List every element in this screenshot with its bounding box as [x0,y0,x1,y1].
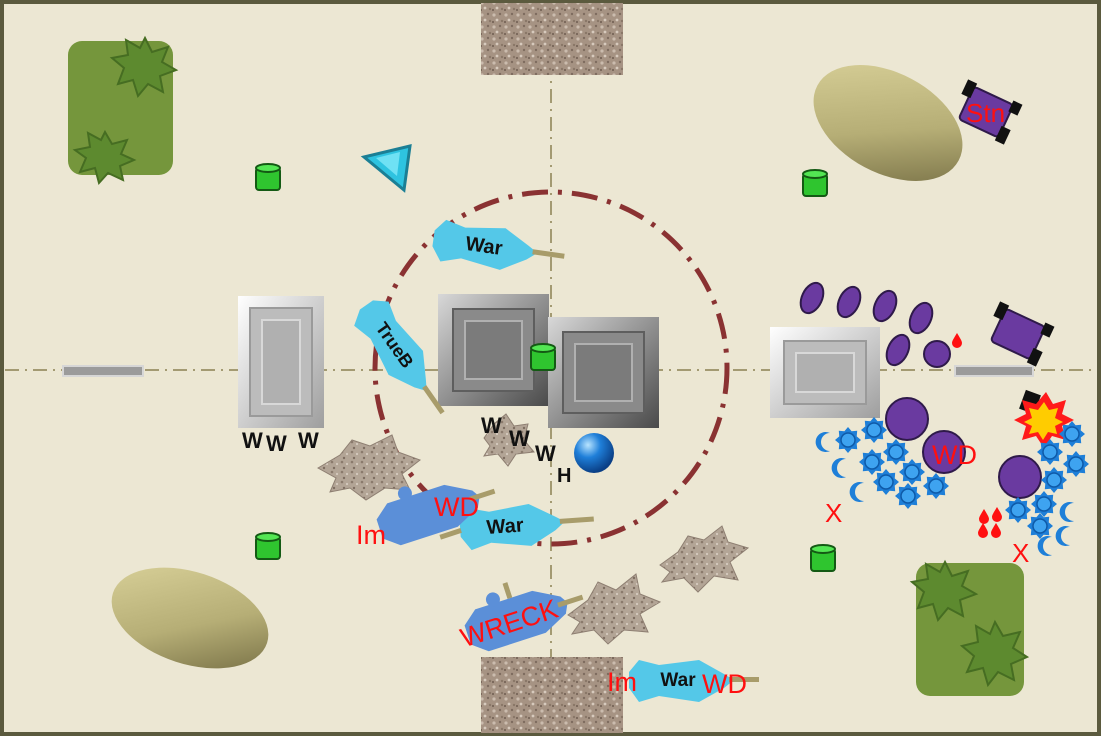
triangle-marker-inner [376,152,400,176]
marker-w-1: W [242,428,263,453]
objective-marker-icon-1[interactable] [255,163,281,191]
barricade-left [62,365,144,377]
gravel-patch-bottom [481,657,623,733]
marker-h: H [557,465,571,487]
rubble-3 [659,525,750,593]
objective-marker-icon-5[interactable] [810,544,836,572]
marker-x-2: X [1012,538,1029,568]
objective-marker-icon-4[interactable] [255,532,281,560]
unit-war-bottom[interactable]: War [629,660,759,702]
gravel-patch-top [481,3,623,75]
marker-im-left: Im [356,520,386,550]
objective-marker-icon-3[interactable] [530,343,556,371]
building-left [238,296,324,428]
building-right [770,327,880,418]
forest-bottom-right [909,559,1030,696]
marker-w-5: W [509,426,530,451]
marker-w-3: W [298,428,319,453]
marker-x-1: X [825,498,842,528]
unit-imperial-vehicle[interactable] [369,460,503,556]
unit-war-mid[interactable]: War [459,500,596,551]
orb-icon[interactable] [574,433,614,473]
marker-wd-bottom: WD [702,669,747,699]
unit-war-mid-label: War [486,514,525,539]
unit-war-bottom-label: War [660,670,696,691]
rubble-1 [316,434,422,501]
rubble-2 [483,413,535,467]
enemy-purple-tokens [799,281,1042,499]
unit-war-top[interactable]: War [430,219,567,279]
objective-zone-circle [372,189,730,547]
unit-wreck[interactable] [456,561,590,655]
marker-w-2: W [266,431,287,456]
rubble-4 [567,573,662,645]
marker-w-4: W [481,413,502,438]
hill-top-right [813,65,963,181]
unit-war-top-label: War [464,233,504,260]
enemy-purple-vehicle-mid[interactable] [982,301,1055,367]
marker-w-6: W [535,441,556,466]
marker-stn: Stn [966,98,1005,128]
marker-wd-left: WD [434,492,479,522]
marker-wd-right: WD [932,440,977,470]
barricade-right [954,365,1034,377]
building-center-right [548,317,659,428]
marker-im-bottom: Im [607,667,637,697]
forest-top-left [68,35,179,186]
objective-marker-icon-2[interactable] [802,169,828,197]
hill-bottom-left [111,567,269,669]
enemy-purple-vehicle-top[interactable] [950,79,1023,145]
